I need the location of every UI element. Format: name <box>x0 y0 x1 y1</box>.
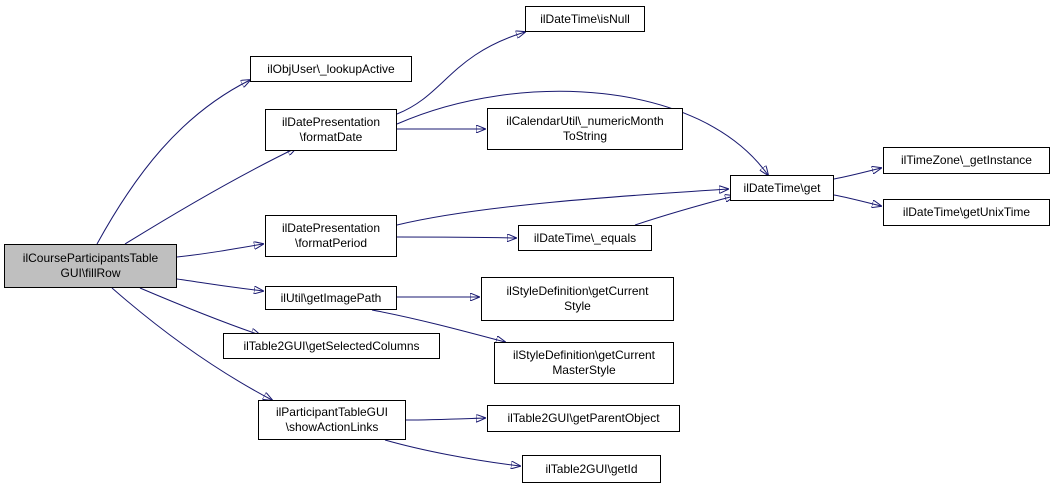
node-label-line: ilStyleDefinition\getCurrent <box>506 284 649 298</box>
node-label-line: ilCalendarUtil\_numericMonth <box>506 114 664 128</box>
edge-formatPeriod-to-equals <box>396 237 516 238</box>
node-label-line: ilObjUser\_lookupActive <box>267 61 395 76</box>
node-label-line: Style <box>564 299 591 313</box>
node-getSelectedColumns[interactable]: ilTable2GUI\getSelectedColumns <box>223 333 440 359</box>
node-isNull[interactable]: ilDateTime\isNull <box>525 6 645 32</box>
edge-root-to-formatDate <box>124 148 296 245</box>
node-label-line: \formatDate <box>299 130 363 144</box>
node-dtGet[interactable]: ilDateTime\get <box>730 175 834 201</box>
node-equals[interactable]: ilDateTime\_equals <box>518 225 652 251</box>
edge-root-to-getImagePath <box>176 278 263 291</box>
edge-dtGet-to-getInstance <box>833 168 881 180</box>
node-label-line: ilTable2GUI\getParentObject <box>507 411 660 425</box>
edge-root-to-formatPeriod <box>176 244 263 258</box>
node-label-line: \showActionLinks <box>285 420 379 434</box>
node-getId[interactable]: ilTable2GUI\getId <box>522 455 661 483</box>
edge-root-to-showActionLinks <box>111 287 272 400</box>
node-formatPeriod[interactable]: ilDatePresentation\formatPeriod <box>265 215 397 257</box>
node-formatDate[interactable]: ilDatePresentation\formatDate <box>265 109 397 151</box>
node-getParentObject[interactable]: ilTable2GUI\getParentObject <box>487 405 680 432</box>
edge-equals-to-dtGet <box>634 196 734 226</box>
node-getImagePath[interactable]: ilUtil\getImagePath <box>265 286 397 310</box>
node-label-line: ToString <box>562 129 608 143</box>
edge-root-to-getSelectedColumns <box>139 287 260 335</box>
edge-showActionLinks-to-getParentObject <box>405 418 485 420</box>
node-label-line: ilTable2GUI\getSelectedColumns <box>243 338 420 353</box>
edge-root-to-lookupActive <box>96 80 250 245</box>
edge-dtGet-to-getUnixTime <box>833 194 881 206</box>
node-label-line: ilDateTime\isNull <box>540 11 630 26</box>
node-label-line: ilParticipantTableGUI <box>275 405 389 419</box>
node-label-line: ilStyleDefinition\getCurrent <box>512 348 656 362</box>
edge-formatDate-to-isNull <box>396 32 525 115</box>
node-label-line: ilDatePresentation <box>281 221 381 235</box>
node-label-line: ilUtil\getImagePath <box>280 290 382 305</box>
node-lookupActive[interactable]: ilObjUser\_lookupActive <box>250 56 412 82</box>
node-label-line: ilDateTime\getUnixTime <box>902 205 1031 219</box>
node-label-line: ilDateTime\get <box>743 180 821 195</box>
edge-formatDate-to-dtGet <box>396 90 768 175</box>
node-label-line: ilDatePresentation <box>281 115 381 129</box>
node-label-line: ilTimeZone\_getInstance <box>901 153 1032 167</box>
edge-showActionLinks-to-getId <box>384 439 520 466</box>
edge-formatPeriod-to-dtGet <box>396 189 728 226</box>
node-label-line: ilDateTime\_equals <box>533 230 637 245</box>
edge-getImagePath-to-getCurrentMasterStyle <box>371 309 505 342</box>
node-getInstance[interactable]: ilTimeZone\_getInstance <box>883 147 1050 174</box>
node-label-line: GUI\fillRow <box>60 266 121 280</box>
node-showActionLinks[interactable]: ilParticipantTableGUI\showActionLinks <box>258 400 406 440</box>
node-label-line: MasterStyle <box>552 363 616 377</box>
node-label-line: ilCourseParticipantsTable <box>22 251 159 265</box>
node-getUnixTime[interactable]: ilDateTime\getUnixTime <box>883 199 1050 226</box>
node-label-line: \formatPeriod <box>294 236 368 250</box>
node-label-line: ilTable2GUI\getId <box>545 461 638 476</box>
